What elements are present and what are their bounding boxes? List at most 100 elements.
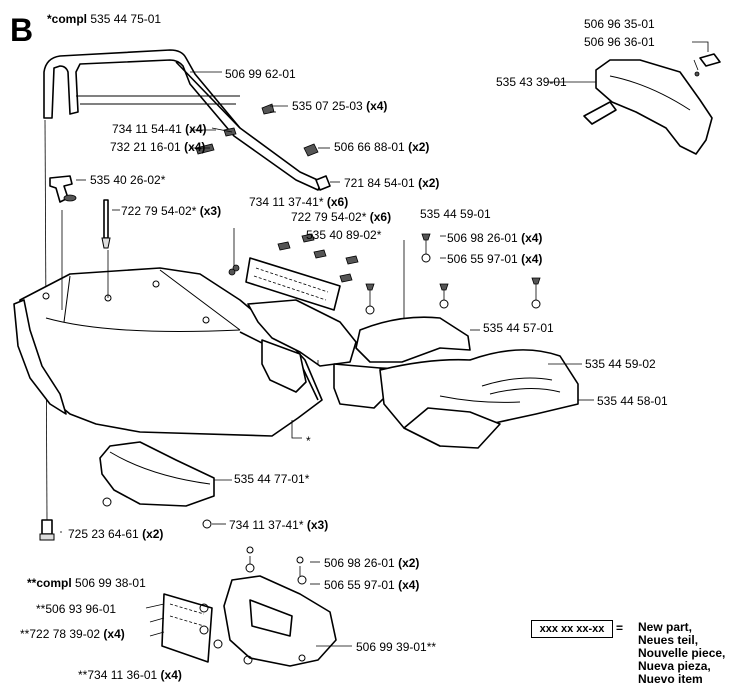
part-number: 506 98 26-01 bbox=[324, 556, 395, 570]
part-number-label: 722 79 54-02* (x6) bbox=[291, 210, 391, 224]
part-number-label: 535 44 57-01 bbox=[483, 321, 554, 335]
part-number-label: 506 66 88-01 (x2) bbox=[334, 140, 429, 154]
leader-lines bbox=[60, 71, 594, 647]
part-number-label: 506 99 39-01** bbox=[356, 640, 436, 654]
part-number-label: 506 98 26-01 (x2) bbox=[324, 556, 419, 570]
part-number: 725 23 64-61 bbox=[68, 527, 139, 541]
part-number-label: 535 44 58-01 bbox=[597, 394, 668, 408]
part-number-label: 506 96 36-01 bbox=[584, 35, 655, 49]
part-number: 535 44 59-02 bbox=[585, 357, 656, 371]
part-number-label: 734 11 54-41 (x4) bbox=[112, 122, 207, 136]
part-number: 535 44 77-01* bbox=[234, 472, 310, 486]
part-number-label: 721 84 54-01 (x2) bbox=[344, 176, 439, 190]
part-quantity: (x4) bbox=[157, 668, 182, 682]
part-number: 535 44 59-01 bbox=[420, 207, 491, 221]
legend-equals: = bbox=[616, 621, 624, 635]
part-quantity: (x4) bbox=[180, 140, 206, 154]
part-quantity: (x4) bbox=[517, 252, 543, 266]
compl-sub-number: 506 99 38-01 bbox=[75, 576, 146, 590]
part-quantity: (x2) bbox=[394, 556, 420, 570]
small-bolts-drawing bbox=[195, 103, 359, 283]
part-number-label: 506 55 97-01 (x4) bbox=[447, 252, 542, 266]
part-number: 535 07 25-03 bbox=[292, 99, 363, 113]
part-number-label: **722 78 39-02 (x4) bbox=[20, 627, 125, 641]
part-number: 734 11 54-41 bbox=[112, 122, 182, 136]
part-quantity: (x4) bbox=[181, 122, 207, 136]
part-number: **722 78 39-02 bbox=[20, 627, 101, 641]
part-number: 535 40 26-02* bbox=[90, 173, 166, 187]
part-quantity: (x3) bbox=[303, 518, 329, 532]
legend-lines: New part, Neues teil, Nouvelle piece, Nu… bbox=[638, 621, 725, 686]
front-cover-drawing bbox=[379, 349, 579, 449]
compl-main-prefix: *compl bbox=[47, 12, 88, 26]
part-number-label: 535 44 59-01 bbox=[420, 207, 491, 221]
part-number: 506 99 39-01** bbox=[356, 640, 437, 654]
part-number-label: 506 55 97-01 (x4) bbox=[324, 578, 419, 592]
sub-assembly-drawing bbox=[145, 546, 337, 667]
part-number: 734 11 37-41* bbox=[229, 518, 304, 532]
part-number: 535 43 39-01 bbox=[496, 75, 567, 89]
fastener-group-drawing bbox=[365, 233, 541, 318]
part-number: 722 79 54-02* bbox=[291, 210, 367, 224]
part-quantity: (x3) bbox=[196, 204, 222, 218]
legend-line: Nouvelle piece, bbox=[638, 646, 726, 660]
part-number-label: 506 96 35-01 bbox=[584, 17, 655, 31]
part-number-label: 535 40 89-02* bbox=[306, 228, 381, 242]
part-number: 506 55 97-01 bbox=[324, 578, 395, 592]
part-quantity: (x4) bbox=[100, 627, 125, 641]
part-number: 506 98 26-01 bbox=[447, 231, 518, 245]
part-quantity: (x2) bbox=[414, 176, 440, 190]
part-number-label: 535 44 59-02 bbox=[585, 357, 656, 371]
part-number: 732 21 16-01 bbox=[110, 140, 181, 154]
part-number-label: 732 21 16-01 (x4) bbox=[110, 140, 205, 154]
part-quantity: (x4) bbox=[362, 99, 388, 113]
part-number: 721 84 54-01 bbox=[344, 176, 415, 190]
part-number: 535 44 57-01 bbox=[483, 321, 554, 335]
part-number: 722 79 54-02* bbox=[121, 204, 197, 218]
handle-bar-drawing bbox=[43, 49, 323, 191]
part-number: * bbox=[306, 434, 311, 448]
part-number-label: 722 79 54-02* (x3) bbox=[121, 204, 221, 218]
lever-knob-drawing bbox=[49, 175, 77, 203]
part-number-label: **506 93 96-01 bbox=[36, 602, 116, 616]
compl-main-number: 535 44 75-01 bbox=[90, 12, 162, 26]
legend-line: Neues teil, bbox=[638, 633, 699, 647]
part-number: 506 96 35-01 bbox=[584, 17, 655, 31]
part-number-label: 535 43 39-01 bbox=[496, 75, 567, 89]
section-letter: B bbox=[10, 12, 34, 48]
part-number-label: 725 23 64-61 (x2) bbox=[68, 527, 163, 541]
part-number-label: 535 07 25-03 (x4) bbox=[292, 99, 387, 113]
part-number-label: 535 44 77-01* bbox=[234, 472, 309, 486]
mount-plate-drawing bbox=[228, 228, 341, 311]
part-quantity: (x4) bbox=[517, 231, 543, 245]
part-number-label: * bbox=[306, 434, 311, 448]
part-number: 734 11 37-41* bbox=[249, 195, 324, 209]
chute-drawing bbox=[99, 441, 232, 529]
compl-sub-label: **compl 506 99 38-01 bbox=[27, 576, 146, 590]
part-quantity: (x4) bbox=[394, 578, 420, 592]
compl-main-label: *compl 535 44 75-01 bbox=[47, 12, 161, 26]
part-number: 535 44 58-01 bbox=[597, 394, 668, 408]
legend-line: New part, bbox=[638, 620, 693, 634]
part-number: 506 96 36-01 bbox=[584, 35, 655, 49]
part-number: **506 93 96-01 bbox=[36, 602, 117, 616]
part-number: 506 66 88-01 bbox=[334, 140, 405, 154]
part-quantity: (x6) bbox=[366, 210, 392, 224]
part-quantity: (x6) bbox=[323, 195, 349, 209]
legend-line: Nuevo item bbox=[638, 672, 703, 686]
compl-sub-prefix: **compl bbox=[27, 576, 72, 590]
part-number-label: 734 11 37-41* (x6) bbox=[249, 195, 348, 209]
part-quantity: (x2) bbox=[138, 527, 164, 541]
part-number: 535 40 89-02* bbox=[306, 228, 382, 242]
part-number: 506 99 62-01 bbox=[225, 67, 296, 81]
part-number-label: 535 40 26-02* bbox=[90, 173, 165, 187]
part-quantity: (x2) bbox=[404, 140, 430, 154]
legend-code-box: xxx xx xx-xx bbox=[531, 620, 613, 638]
part-number-label: 506 98 26-01 (x4) bbox=[447, 231, 542, 245]
part-number: 506 55 97-01 bbox=[447, 252, 518, 266]
part-number: **734 11 36-01 bbox=[78, 668, 158, 682]
part-number-label: 734 11 37-41* (x3) bbox=[229, 518, 328, 532]
pin-drawing bbox=[101, 199, 111, 249]
part-number-label: 506 99 62-01 bbox=[225, 67, 296, 81]
